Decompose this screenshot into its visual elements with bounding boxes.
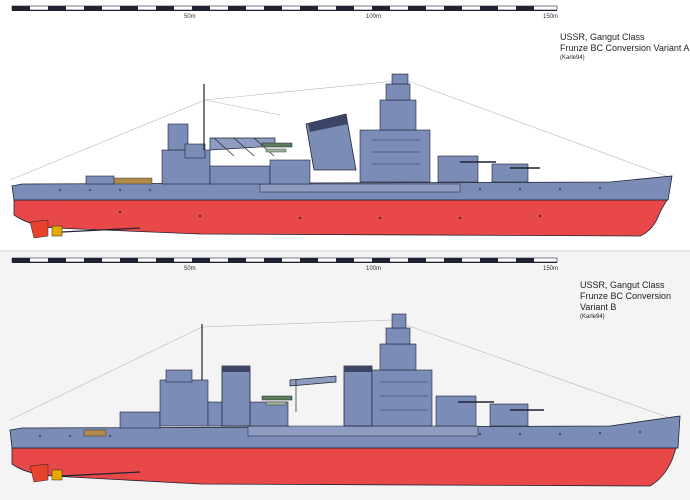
funnel-fwd-b xyxy=(343,365,373,427)
crane-a xyxy=(209,137,276,157)
propeller-a xyxy=(51,225,63,237)
rigging-b xyxy=(9,319,677,421)
rigging-a xyxy=(9,79,673,181)
caption-a: USSR, Gangut Class Frunze BC Conversion … xyxy=(560,32,689,63)
hull-lower-b xyxy=(11,441,679,487)
caption-b: USSR, Gangut Class Frunze BC Conversion … xyxy=(580,280,690,322)
forward-turret-b-b xyxy=(435,395,477,427)
crane-b xyxy=(289,375,337,412)
scale-label-50m: 50m xyxy=(184,266,196,272)
variant-b-panel: 50m 100m 150m xyxy=(0,252,690,500)
variant-a-drawing: 50m 100m 150m xyxy=(9,5,673,239)
caption-b-line1: USSR, Gangut Class xyxy=(580,280,665,290)
caption-b-line2: Frunze BC Conversion Variant B xyxy=(580,291,672,312)
scale-label-100m: 100m xyxy=(366,266,381,272)
variant-b-drawing: 50m 100m 150m xyxy=(9,257,681,487)
hull-lower-a xyxy=(13,197,669,237)
aft-director-a xyxy=(167,123,189,151)
aft-turret-a xyxy=(85,175,115,185)
variant-a-panel: 50m 100m 150m xyxy=(9,5,690,239)
forward-turret-a-b xyxy=(489,403,529,427)
scale-label-50m: 50m xyxy=(184,14,196,20)
scale-bar-a: 50m 100m 150m xyxy=(11,5,558,20)
rudder-b xyxy=(29,463,49,483)
funnel-aft-b xyxy=(221,365,251,427)
scale-label-100m: 100m xyxy=(366,14,381,20)
forward-turret-b-a xyxy=(437,155,479,183)
scale-label-150m: 150m xyxy=(543,14,558,20)
seaplane-b xyxy=(261,395,293,406)
aft-turret-b xyxy=(119,411,161,429)
scale-bar-b: 50m 100m 150m xyxy=(11,257,558,272)
scale-label-150m: 150m xyxy=(543,266,558,272)
panel-divider xyxy=(0,250,690,252)
rudder-a xyxy=(29,219,49,239)
seaplane-a xyxy=(261,142,293,153)
aft-superstructure-b xyxy=(159,379,209,427)
caption-a-line1: USSR, Gangut Class xyxy=(560,32,645,42)
forward-tower-a xyxy=(359,73,431,183)
caption-b-credit: (Karle94) xyxy=(580,314,605,320)
propeller-b xyxy=(51,469,63,481)
caption-a-line2: Frunze BC Conversion Variant A xyxy=(560,43,690,53)
forward-tower-b xyxy=(371,313,433,427)
aft-turret-high-a xyxy=(184,143,206,159)
caption-a-credit: (Karle94) xyxy=(560,55,585,61)
forward-turret-a-a xyxy=(491,163,529,183)
